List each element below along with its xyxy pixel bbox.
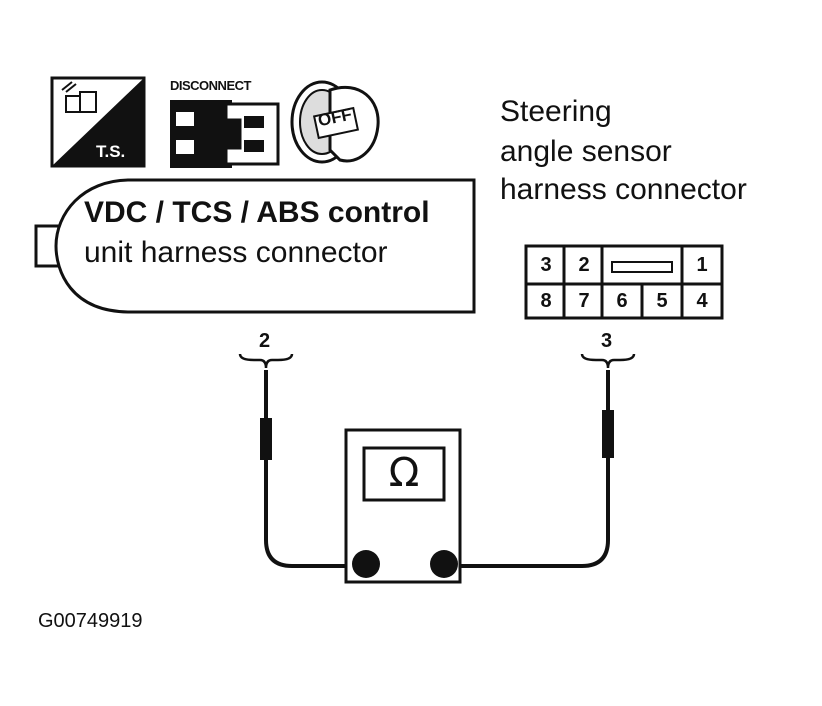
terminal-number-left: 2 [259, 330, 271, 352]
figure-code: G00749919 [38, 610, 143, 632]
terminal-brace-left [238, 353, 294, 369]
control-unit-connector [34, 178, 476, 314]
troubleshooting-icon [50, 76, 146, 168]
steering-sensor-title-line1: Steering [500, 95, 612, 128]
pin-label: 4 [696, 290, 708, 312]
disconnect-connector-icon [170, 100, 280, 168]
pin-label: 2 [578, 254, 590, 276]
steering-sensor-title-line3: harness connector [500, 173, 747, 206]
probe-left [260, 370, 364, 568]
steering-sensor-connector [524, 244, 724, 320]
pin-label: 5 [656, 290, 668, 312]
pin-label: 1 [696, 254, 708, 276]
pin-label: 6 [616, 290, 628, 312]
probe-right [446, 370, 614, 568]
ohmmeter [344, 428, 462, 584]
control-unit-title-line2: unit harness connector [84, 236, 388, 269]
pin-label: 3 [540, 254, 552, 276]
terminal-number-right: 3 [601, 330, 613, 352]
pin-label: 7 [578, 290, 590, 312]
steering-sensor-title-line2: angle sensor [500, 135, 672, 168]
ts-icon-label: T.S. [96, 142, 126, 161]
terminal-brace-right [580, 353, 636, 369]
ignition-off-icon [290, 80, 380, 164]
control-unit-title-line1: VDC / TCS / ABS control [84, 196, 430, 229]
pin-label: 8 [540, 290, 552, 312]
ohm-symbol: Ω [388, 450, 420, 496]
disconnect-icon-label: DISCONNECT [170, 78, 251, 93]
